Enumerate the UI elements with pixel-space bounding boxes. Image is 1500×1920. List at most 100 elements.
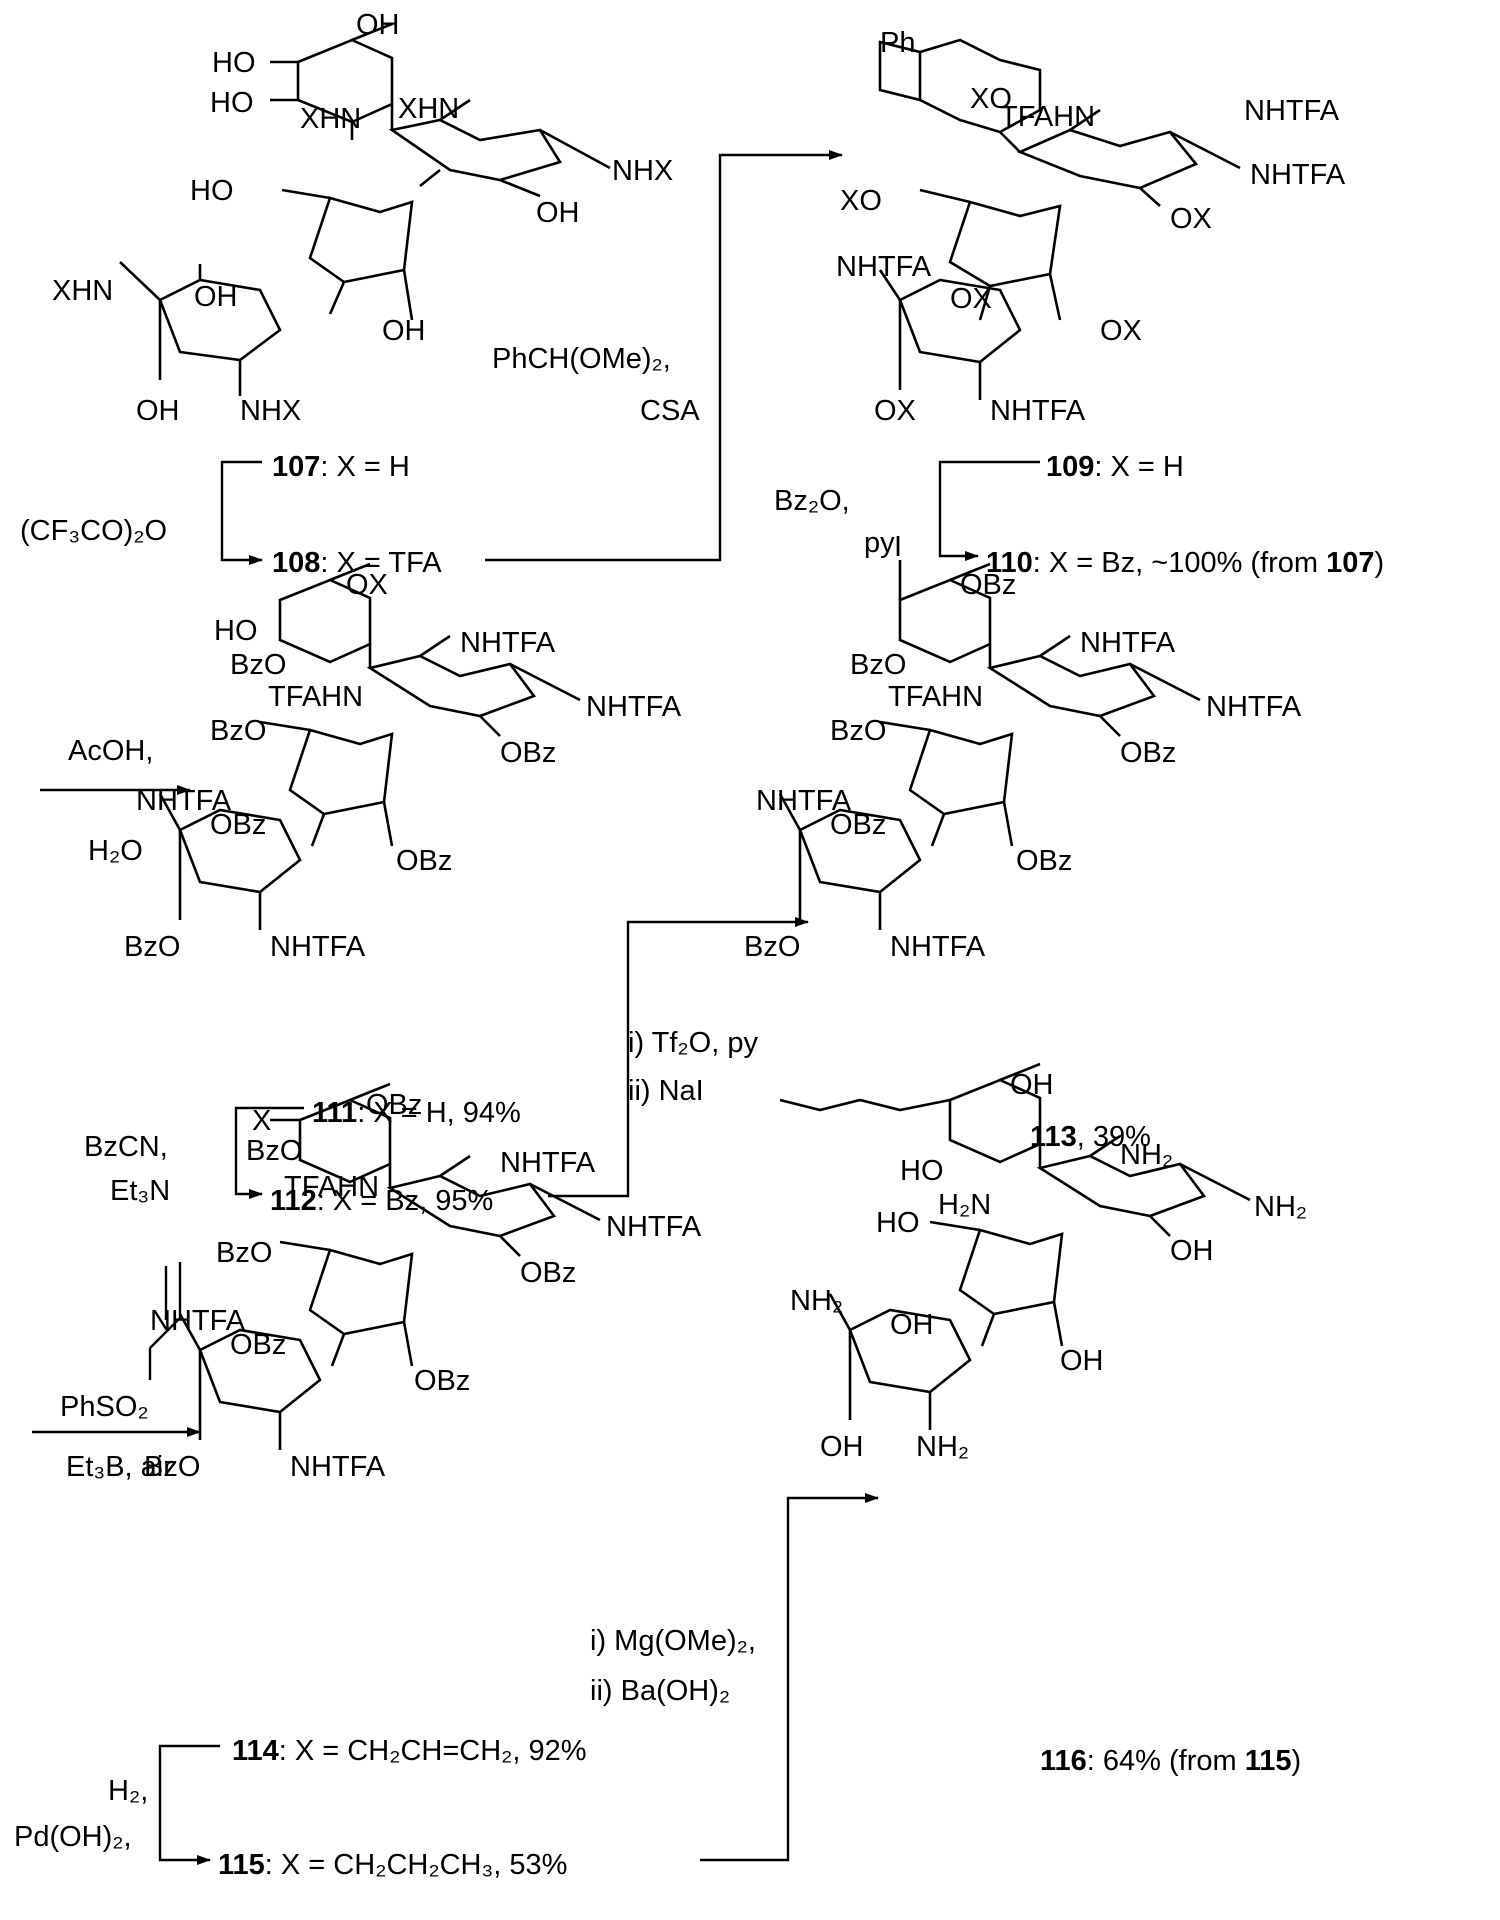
atom-nhx: NHX bbox=[240, 395, 301, 427]
atom-ho: HO bbox=[210, 87, 254, 119]
atom-obz: OBz bbox=[366, 1089, 422, 1121]
compound-116-label: 116: 64% (from 115) bbox=[1040, 1745, 1301, 1777]
structure-116 bbox=[779, 1062, 1251, 1430]
atom-nh2: NH₂ bbox=[1254, 1191, 1307, 1223]
atom-obz: OBz bbox=[1016, 845, 1072, 877]
atom-xhn: XHN bbox=[52, 275, 113, 307]
reagent-sulfone: PhSO₂ bbox=[60, 1391, 149, 1423]
atom-nhtfa: NHTFA bbox=[890, 931, 986, 963]
atom-nh2: NH₂ bbox=[1120, 1139, 1173, 1171]
atom-labels: OH HO HO XHN XHN NHX OH HO XHN OH OH OH … bbox=[52, 9, 1346, 1483]
reagent-acetal-1: PhCH(OMe)₂, bbox=[492, 343, 671, 375]
atom-nhtfa: NHTFA bbox=[270, 931, 366, 963]
atom-ox: OX bbox=[950, 283, 992, 315]
atom-nh2: NH₂ bbox=[916, 1431, 969, 1463]
atom-bzo: BzO bbox=[230, 649, 286, 681]
atom-oh: OH bbox=[1010, 1069, 1054, 1101]
atom-h2n: H₂N bbox=[938, 1189, 991, 1221]
atom-oh: OH bbox=[1060, 1345, 1104, 1377]
arrow-114-115 bbox=[158, 1744, 220, 1865]
atom-tfahn: TFAHN bbox=[1000, 101, 1095, 133]
atom-bzo: BzO bbox=[246, 1135, 302, 1167]
arrow-111-112 bbox=[234, 1106, 304, 1199]
atom-nhtfa: NHTFA bbox=[1250, 159, 1346, 191]
structure-113 bbox=[778, 560, 1201, 930]
atom-nhtfa: NHTFA bbox=[150, 1305, 246, 1337]
atom-tfahn: TFAHN bbox=[284, 1171, 379, 1203]
atom-bzo: BzO bbox=[850, 649, 906, 681]
structure-109 bbox=[878, 38, 1241, 400]
atom-ox: OX bbox=[346, 569, 388, 601]
reagent-pdoh: Pd(OH)₂, bbox=[14, 1821, 132, 1853]
atom-nhtfa: NHTFA bbox=[1206, 691, 1302, 723]
compound-112-label: 112: X = Bz, 95% bbox=[270, 1185, 493, 1217]
atom-oh: OH bbox=[536, 197, 580, 229]
reagent-et3b: Et₃B, air bbox=[66, 1451, 173, 1483]
reagent-bz2o-2: py bbox=[864, 527, 895, 559]
atom-nhtfa: NHTFA bbox=[836, 251, 932, 283]
reagent-bzcn-2: Et₃N bbox=[110, 1175, 170, 1207]
atom-obz: OBz bbox=[1120, 737, 1176, 769]
atom-bzo: BzO bbox=[744, 931, 800, 963]
atom-bzo: BzO bbox=[830, 715, 886, 747]
atom-nhtfa: NHTFA bbox=[290, 1451, 386, 1483]
atom-obz: OBz bbox=[414, 1365, 470, 1397]
arrow-107-108 bbox=[220, 460, 263, 565]
atom-xhn: XHN bbox=[300, 103, 361, 135]
reagent-tfaa: (CF₃CO)₂O bbox=[20, 515, 167, 547]
reagent-bz2o-1: Bz₂O, bbox=[774, 485, 850, 517]
atom-ox: OX bbox=[874, 395, 916, 427]
atom-oh: OH bbox=[820, 1431, 864, 1463]
atom-tfahn: TFAHN bbox=[268, 681, 363, 713]
atom-ph: Ph bbox=[880, 27, 915, 59]
reagent-labels: (CF₃CO)₂O PhCH(OMe)₂, CSA Bz₂O, py AcOH,… bbox=[14, 343, 895, 1853]
atom-ho: HO bbox=[214, 615, 258, 647]
atom-oh: OH bbox=[356, 9, 400, 41]
atom-nhtfa: NHTFA bbox=[606, 1211, 702, 1243]
atom-ho: HO bbox=[876, 1207, 920, 1239]
atom-obz: OBz bbox=[520, 1257, 576, 1289]
atom-xo: XO bbox=[840, 185, 882, 217]
compound-107-label: 107: X = H bbox=[272, 451, 410, 483]
reagent-acoh-2: H₂O bbox=[88, 835, 143, 867]
reagent-acoh-1: AcOH, bbox=[68, 735, 153, 767]
atom-bzo: BzO bbox=[144, 1451, 200, 1483]
atom-ho: HO bbox=[212, 47, 256, 79]
arrow-108-109 bbox=[485, 150, 843, 562]
compound-114-label: 114: X = CH₂CH=CH₂, 92% bbox=[232, 1735, 587, 1767]
reagent-baoh: ii) Ba(OH)₂ bbox=[590, 1675, 730, 1707]
reagent-h2: H₂, bbox=[108, 1775, 148, 1807]
atom-oh: OH bbox=[382, 315, 426, 347]
atom-nh2: NH₂ bbox=[790, 1285, 843, 1317]
arrow-109-110 bbox=[938, 460, 1040, 561]
atom-ox: OX bbox=[1170, 203, 1212, 235]
atom-obz: OBz bbox=[830, 809, 886, 841]
atom-bzo: BzO bbox=[124, 931, 180, 963]
atom-x: X bbox=[252, 1105, 271, 1137]
arrows bbox=[32, 150, 1040, 1865]
atom-bzo: BzO bbox=[216, 1237, 272, 1269]
atom-obz: OBz bbox=[210, 809, 266, 841]
atom-i: I bbox=[894, 531, 902, 563]
reagent-bzcn-1: BzCN, bbox=[84, 1131, 168, 1163]
atom-nhtfa: NHTFA bbox=[586, 691, 682, 723]
atom-obz: OBz bbox=[396, 845, 452, 877]
atom-nhtfa: NHTFA bbox=[756, 785, 852, 817]
structure-114 bbox=[178, 1082, 601, 1450]
atom-tfahn: TFAHN bbox=[888, 681, 983, 713]
reagent-acetal-2: CSA bbox=[640, 395, 700, 427]
atom-nhtfa: NHTFA bbox=[1244, 95, 1340, 127]
atom-nhtfa: NHTFA bbox=[500, 1147, 596, 1179]
reagent-mg: i) Mg(OMe)₂, bbox=[590, 1625, 756, 1657]
atom-oh: OH bbox=[194, 281, 238, 313]
compound-109-label: 109: X = H bbox=[1046, 451, 1184, 483]
atom-oh: OH bbox=[136, 395, 180, 427]
atom-nhtfa: NHTFA bbox=[136, 785, 232, 817]
arrow-115-116 bbox=[700, 1493, 879, 1862]
atom-obz: OBz bbox=[230, 1329, 286, 1361]
atom-ox: OX bbox=[1100, 315, 1142, 347]
atom-nhtfa: NHTFA bbox=[990, 395, 1086, 427]
structure-107 bbox=[119, 22, 611, 396]
reagent-tf2o: i) Tf₂O, py bbox=[628, 1027, 758, 1059]
